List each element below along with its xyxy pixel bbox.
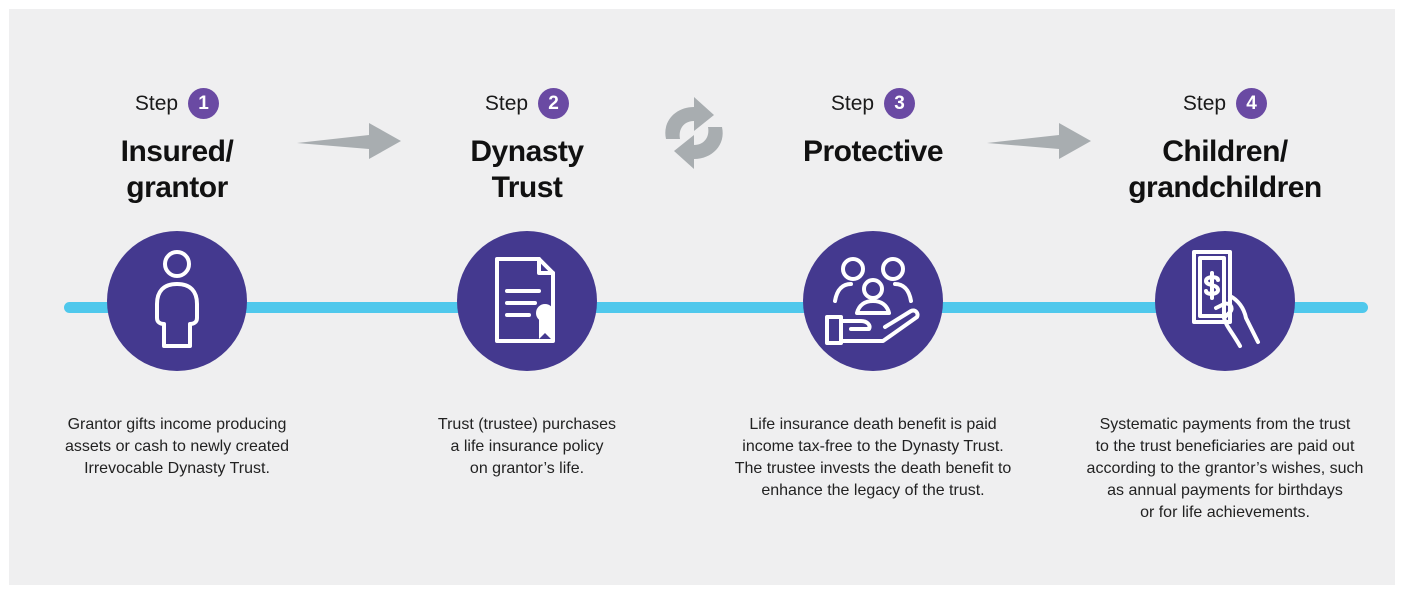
step-label: Step 3 [723, 88, 1023, 119]
step-icon-circle [107, 231, 247, 371]
step-title: Children/ grandchildren [1075, 134, 1375, 206]
step-number-badge: 1 [188, 88, 220, 119]
description-line: Systematic payments from the trust [1099, 416, 1351, 433]
exchange-arrows-icon [665, 97, 723, 169]
description-line: Irrevocable Dynasty Trust. [84, 460, 270, 477]
step-title: Dynasty Trust [377, 134, 677, 206]
description-line: Grantor gifts income producing [67, 416, 287, 433]
description-line: on grantor’s life. [469, 460, 585, 477]
step-label: Step 2 [377, 88, 677, 119]
step-title-line: Protective [802, 135, 944, 168]
step-3: Step 3 Protective Lif [723, 9, 1023, 585]
step-description: Life insurance death benefit is paid inc… [723, 414, 1023, 502]
step-icon-circle [1155, 231, 1295, 371]
certificate-document-icon [495, 257, 555, 343]
step-label: Step 4 [1075, 88, 1375, 119]
arrow-right-icon [297, 123, 401, 159]
description-line: according to the grantor’s wishes, such [1086, 460, 1364, 477]
person-icon [155, 250, 199, 348]
step-label: Step 1 [27, 88, 327, 119]
step-title: Protective [723, 134, 1023, 170]
step-number-badge: 4 [1236, 88, 1268, 119]
step-icon-circle [803, 231, 943, 371]
description-line: enhance the legacy of the trust. [761, 482, 985, 499]
step-title-line: Children/ [1162, 135, 1288, 168]
description-line: to the trust beneficiaries are paid out [1095, 438, 1355, 455]
step-description: Systematic payments from the trust to th… [1075, 414, 1375, 524]
money-in-hand-icon [1192, 250, 1260, 348]
step-word: Step [484, 91, 529, 115]
step-description: Trust (trustee) purchases a life insuran… [377, 414, 677, 480]
step-word: Step [830, 91, 875, 115]
step-title-line: Insured/ [120, 135, 234, 168]
description-line: Trust (trustee) purchases [437, 416, 617, 433]
step-number-badge: 2 [538, 88, 570, 119]
description-line: income tax-free to the Dynasty Trust. [742, 438, 1004, 455]
step-title: Insured/ grantor [27, 134, 327, 206]
step-2: Step 2 Dynasty Trust Trust (trustee) pur… [377, 9, 677, 585]
step-number-badge: 3 [884, 88, 916, 119]
step-description: Grantor gifts income producing assets or… [27, 414, 327, 480]
step-icon-circle [457, 231, 597, 371]
description-line: or for life achievements. [1140, 504, 1310, 521]
step-title-line: Dynasty [470, 135, 584, 168]
arrow-right-icon [987, 123, 1091, 159]
description-line: assets or cash to newly created [64, 438, 290, 455]
diagram-panel: Step 1 Insured/ grantor Grantor gifts in… [9, 9, 1395, 585]
step-1: Step 1 Insured/ grantor Grantor gifts in… [27, 9, 327, 585]
step-title-line: Trust [491, 171, 563, 204]
timeline-bar [64, 302, 1368, 313]
description-line: a life insurance policy [450, 438, 604, 455]
step-4: Step 4 Children/ grandchildren Systemati… [1075, 9, 1375, 585]
step-title-line: grandchildren [1128, 171, 1322, 204]
description-line: The trustee invests the death benefit to [734, 460, 1012, 477]
step-word: Step [134, 91, 179, 115]
description-line: Life insurance death benefit is paid [749, 416, 997, 433]
family-in-hand-icon [825, 257, 920, 345]
step-title-line: grantor [126, 171, 228, 204]
description-line: as annual payments for birthdays [1107, 482, 1343, 499]
step-word: Step [1182, 91, 1227, 115]
